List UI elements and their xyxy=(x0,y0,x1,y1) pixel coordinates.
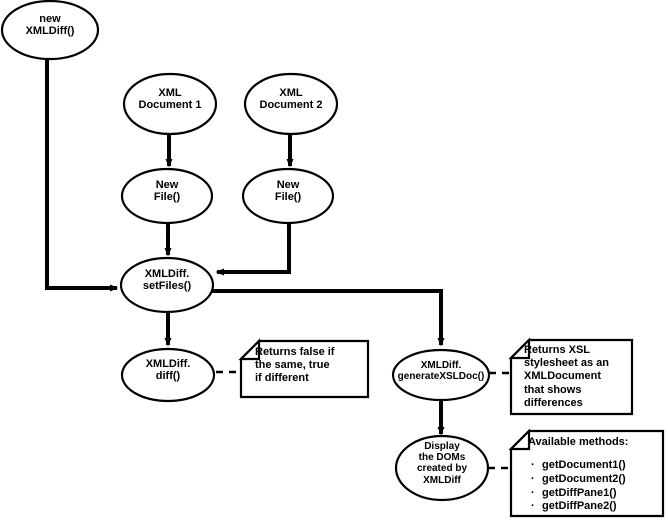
edge-newfile2-to-setfiles xyxy=(215,223,291,276)
node-new-file-1-shape[interactable] xyxy=(120,167,214,225)
node-shape-layer xyxy=(0,0,491,502)
note-available-methods-shape xyxy=(509,429,665,518)
note-shape-layer xyxy=(238,337,665,518)
node-xmldiff-setfiles-shape[interactable] xyxy=(119,256,215,314)
edge-layer xyxy=(45,59,512,470)
edge-newxmldiff-to-setfiles xyxy=(45,59,119,292)
node-new-xmldiff-shape[interactable] xyxy=(0,0,100,61)
node-xmldiff-generatexsldoc-shape[interactable] xyxy=(391,348,491,402)
edge-setfiles-to-generatexsldoc xyxy=(209,289,445,347)
node-xmldiff-diff-shape[interactable] xyxy=(120,347,216,403)
note-xsl-result-fold xyxy=(508,337,531,360)
node-new-file-2-shape[interactable] xyxy=(241,167,335,225)
node-xml-document-1-shape[interactable] xyxy=(122,72,218,136)
node-xml-document-2-shape[interactable] xyxy=(243,72,339,136)
note-available-methods-fold xyxy=(508,428,531,451)
node-display-doms-shape[interactable] xyxy=(394,434,490,502)
note-diff-result-fold xyxy=(238,338,261,361)
